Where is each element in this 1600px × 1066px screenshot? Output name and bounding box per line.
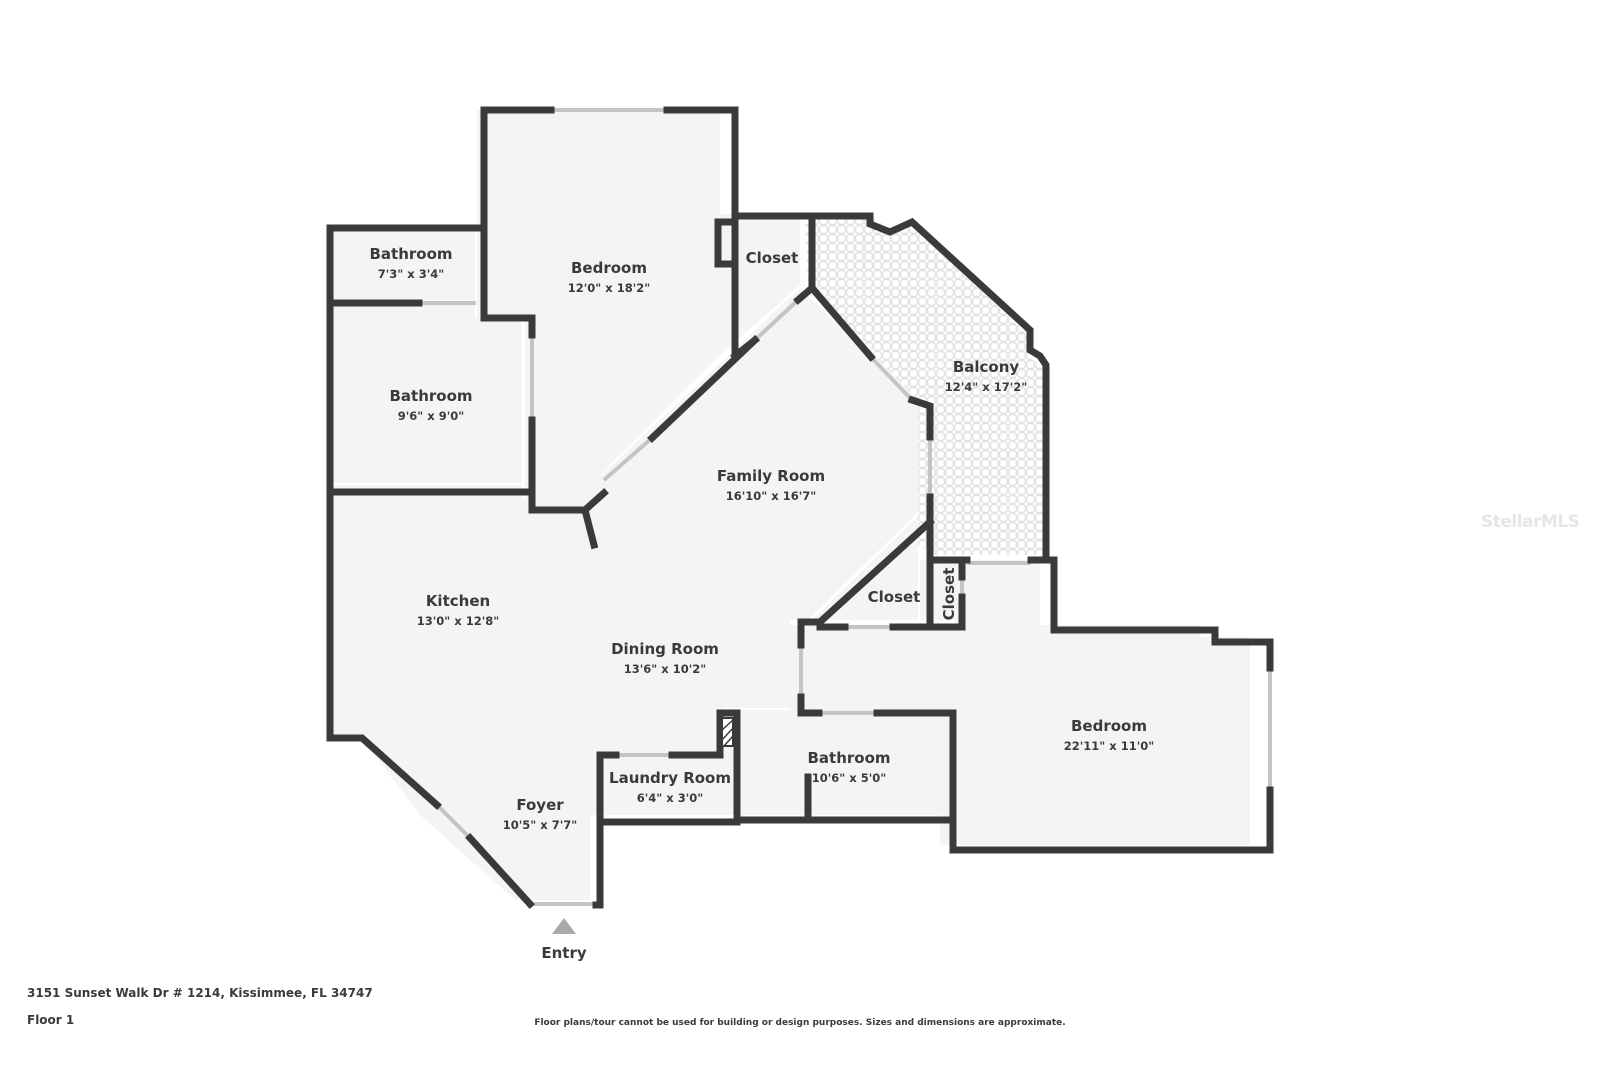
entry-arrow-icon (552, 918, 576, 934)
dims-bedroom-1: 12'0" x 18'2" (568, 281, 650, 295)
label-foyer: Foyer (516, 796, 564, 814)
label-closet-2: Closet (868, 588, 921, 606)
label-laundry-room: Laundry Room (609, 769, 731, 787)
label-kitchen: Kitchen (426, 592, 490, 610)
dims-balcony: 12'4" x 17'2" (945, 380, 1027, 394)
label-closet-3: Closet (940, 568, 958, 621)
dims-dining-room: 13'6" x 10'2" (624, 662, 706, 676)
dims-bedroom-2: 22'11" x 11'0" (1064, 739, 1154, 753)
balcony-tile-area (805, 214, 1046, 555)
column-hatch (721, 717, 734, 747)
floor-label: Floor 1 (27, 1013, 75, 1027)
label-dining-room: Dining Room (611, 640, 719, 658)
label-family-room: Family Room (717, 467, 825, 485)
floor-bathroom-3 (723, 710, 940, 815)
room-labels: Bathroom 7'3" x 3'4" Bedroom 12'0" x 18'… (369, 245, 1154, 832)
floor-bathroom-1 (330, 227, 475, 300)
label-closet-1: Closet (746, 249, 799, 267)
dims-bathroom-1: 7'3" x 3'4" (378, 267, 444, 281)
floor-main (330, 288, 918, 900)
label-bedroom-1: Bedroom (571, 259, 647, 277)
floor-closet-2 (812, 516, 918, 620)
floor-laundry (590, 752, 723, 815)
dims-bathroom-3: 10'6" x 5'0" (812, 771, 886, 785)
dims-foyer: 10'5" x 7'7" (503, 818, 577, 832)
property-address: 3151 Sunset Walk Dr # 1214, Kissimmee, F… (27, 986, 373, 1000)
dims-family-room: 16'10" x 16'7" (726, 489, 816, 503)
windows (419, 108, 1272, 906)
dims-kitchen: 13'0" x 12'8" (417, 614, 499, 628)
floor-closet-1 (705, 214, 800, 355)
floor-bedroom-1 (477, 110, 720, 500)
entry-label: Entry (541, 944, 586, 962)
disclaimer: Floor plans/tour cannot be used for buil… (534, 1018, 1066, 1028)
label-bathroom-2: Bathroom (389, 387, 472, 405)
label-bedroom-2: Bedroom (1071, 717, 1147, 735)
label-balcony: Balcony (953, 358, 1020, 376)
floor-bathroom-2 (330, 302, 522, 483)
dims-laundry-room: 6'4" x 3'0" (637, 791, 703, 805)
watermark: StellarMLS (1481, 512, 1580, 532)
dims-bathroom-2: 9'6" x 9'0" (398, 409, 464, 423)
label-bathroom-3: Bathroom (807, 749, 890, 767)
walls (326, 106, 1274, 909)
label-bathroom-1: Bathroom (369, 245, 452, 263)
